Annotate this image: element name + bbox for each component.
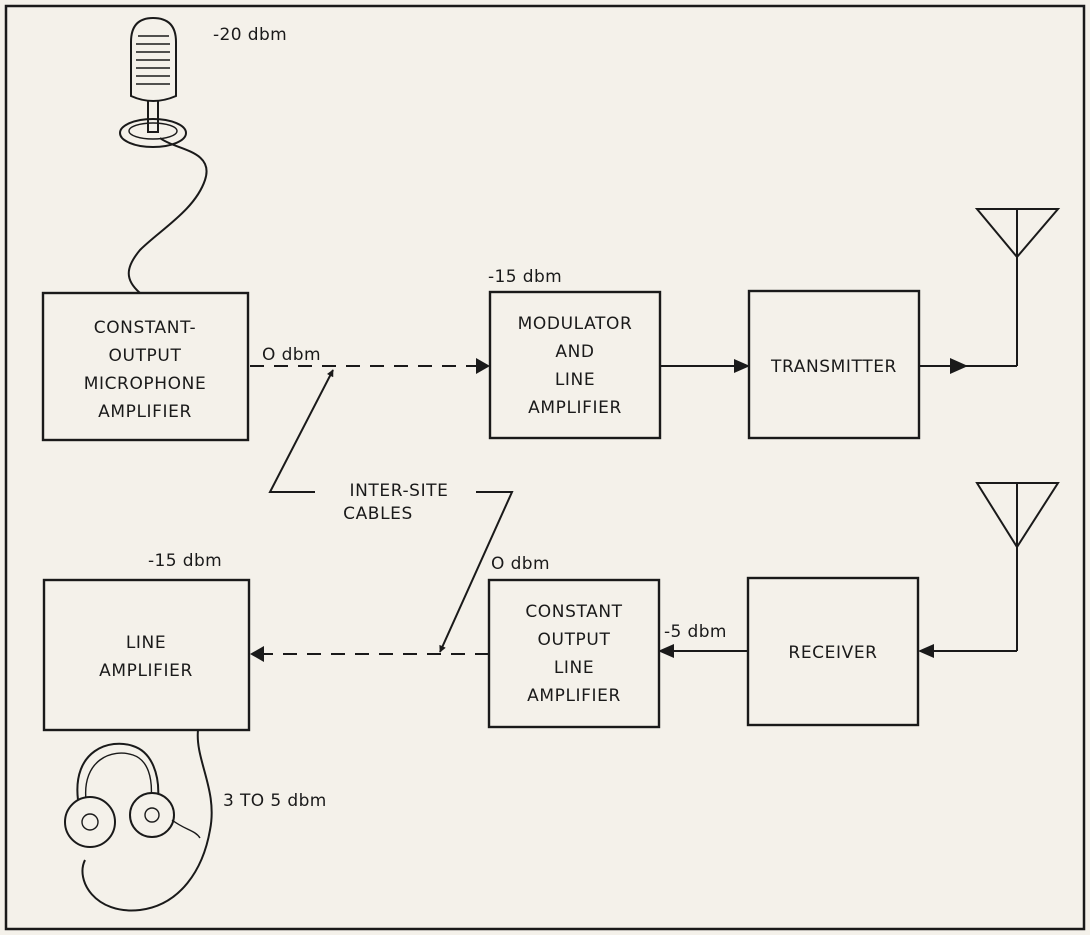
inter-site-label: INTER-SITE xyxy=(349,481,448,501)
svg-text:AMPLIFIER: AMPLIFIER xyxy=(527,686,621,706)
mic-amplifier-block: CONSTANT- OUTPUT MICROPHONE AMPLIFIER xyxy=(41,291,250,442)
microphone-icon xyxy=(119,16,208,294)
svg-text:MODULATOR: MODULATOR xyxy=(518,314,633,334)
headphones-icon xyxy=(64,742,201,848)
svg-text:RECEIVER: RECEIVER xyxy=(788,643,877,663)
svg-text:OUTPUT: OUTPUT xyxy=(538,630,611,650)
transmitter-block: TRANSMITTER xyxy=(747,289,921,440)
svg-text:AMPLIFIER: AMPLIFIER xyxy=(98,402,192,422)
modulator-level: -15 dbm xyxy=(488,267,562,287)
svg-text:LINE: LINE xyxy=(126,633,166,653)
antenna-icon xyxy=(975,482,1060,549)
svg-text:CONSTANT: CONSTANT xyxy=(525,602,622,622)
arrowhead-tx-out xyxy=(950,358,968,374)
svg-text:MICROPHONE: MICROPHONE xyxy=(84,374,207,394)
diagram-frame xyxy=(4,4,1086,931)
arrowhead-tx-in xyxy=(734,359,750,373)
svg-text:AND: AND xyxy=(555,342,594,362)
arrowhead-lineamp-in xyxy=(658,644,674,658)
svg-text:CONSTANT-: CONSTANT- xyxy=(94,318,197,338)
svg-text:AMPLIFIER: AMPLIFIER xyxy=(99,661,193,681)
svg-text:AMPLIFIER: AMPLIFIER xyxy=(528,398,622,418)
line-amplifier-block: LINE AMPLIFIER xyxy=(42,578,251,732)
svg-text:TRANSMITTER: TRANSMITTER xyxy=(770,357,897,377)
arrowhead-rx-in xyxy=(918,644,934,658)
line-amp-level: -15 dbm xyxy=(148,551,222,571)
microphone-level: -20 dbm xyxy=(213,25,287,45)
antenna-icon xyxy=(974,208,1061,259)
cables-label: CABLES xyxy=(343,504,413,524)
receiver-output-level: -5 dbm xyxy=(664,622,727,642)
mic-amp-output-level: O dbm xyxy=(262,345,321,365)
constant-output-line-amp-block: CONSTANT OUTPUT LINE AMPLIFIER xyxy=(487,578,661,729)
leader-lower xyxy=(439,491,514,653)
receiver-block: RECEIVER xyxy=(746,576,920,727)
svg-text:OUTPUT: OUTPUT xyxy=(109,346,182,366)
svg-text:LINE: LINE xyxy=(554,658,594,678)
headphones-level: 3 TO 5 dbm xyxy=(223,791,327,811)
svg-text:LINE: LINE xyxy=(555,370,595,390)
arrowhead-modulator-in xyxy=(476,358,490,374)
arrowhead-lineamp-out xyxy=(250,646,264,662)
modulator-block: MODULATOR AND LINE AMPLIFIER xyxy=(488,290,662,440)
const-line-amp-level: O dbm xyxy=(491,554,550,574)
leader-upper xyxy=(268,369,334,493)
headphone-cord xyxy=(81,729,213,912)
